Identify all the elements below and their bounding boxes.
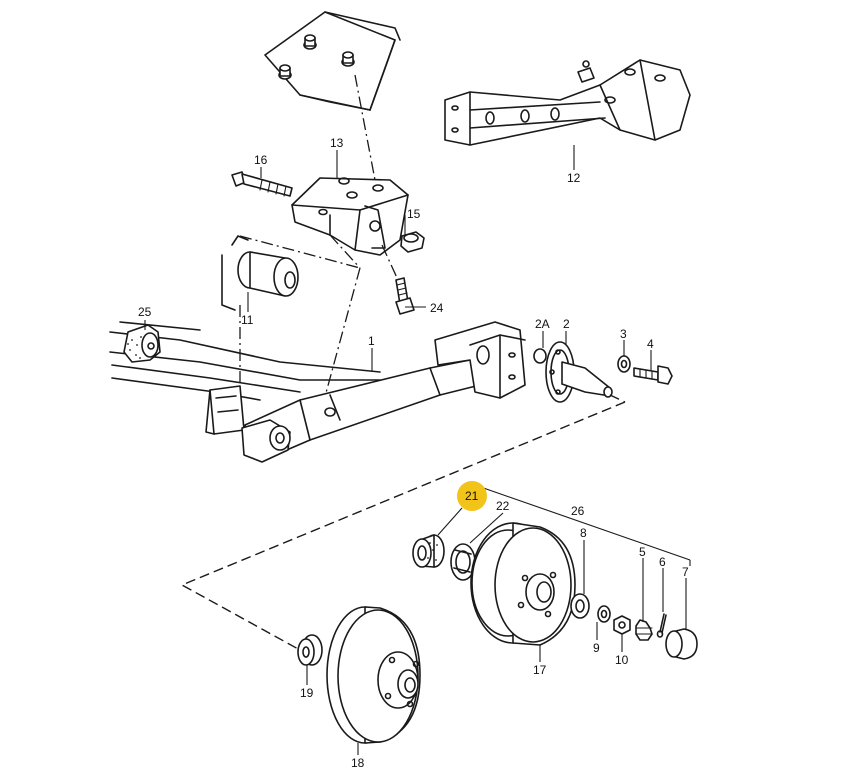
nut-15 — [400, 231, 425, 253]
label-2: 2 — [563, 317, 570, 331]
label-5: 5 — [639, 545, 646, 559]
wheel-stub-axle-2 — [545, 341, 613, 403]
grease-cap-7 — [665, 628, 698, 660]
label-19: 19 — [300, 686, 314, 700]
brake-drum-17 — [470, 522, 576, 646]
label-18: 18 — [351, 756, 365, 770]
label-17: 17 — [533, 663, 547, 677]
bolt-4 — [633, 365, 673, 385]
brake-disc-18 — [326, 606, 421, 744]
label-9: 9 — [593, 641, 600, 655]
stud — [303, 34, 317, 50]
label-15: 15 — [407, 207, 421, 221]
label-12: 12 — [567, 171, 581, 185]
label-21: 21 — [465, 489, 479, 503]
bearing-race-21 — [412, 534, 445, 568]
part-labels: 16 13 15 24 11 25 1 2A 2 3 4 12 21 22 26… — [138, 136, 689, 770]
label-1: 1 — [368, 334, 375, 348]
label-8: 8 — [580, 526, 587, 540]
nut-retainer-5 — [635, 619, 653, 641]
mounting-bracket-12 — [444, 59, 691, 146]
highlight-marker — [457, 481, 487, 511]
body-floor-panel — [264, 11, 401, 181]
cotter-pin-6 — [656, 613, 667, 638]
stud — [341, 51, 355, 67]
label-6: 6 — [659, 555, 666, 569]
label-2a: 2A — [535, 317, 550, 331]
plug-2a — [533, 348, 547, 364]
stabilizer-25 — [123, 324, 161, 363]
label-13: 13 — [330, 136, 344, 150]
leader-lines — [144, 145, 691, 755]
label-10: 10 — [615, 653, 629, 667]
bolt-16 — [231, 171, 293, 197]
label-24: 24 — [430, 301, 444, 315]
label-26: 26 — [571, 504, 585, 518]
axle-nut-10 — [613, 615, 631, 635]
label-3: 3 — [620, 327, 627, 341]
screw-24 — [381, 244, 415, 315]
outer-bearing-8 — [570, 593, 590, 619]
axle-mount-13 — [291, 177, 409, 256]
label-11: 11 — [241, 313, 254, 327]
label-7: 7 — [682, 565, 689, 579]
label-25: 25 — [138, 305, 152, 319]
label-22: 22 — [496, 499, 510, 513]
oil-seal-19 — [297, 634, 323, 666]
label-16: 16 — [254, 153, 268, 167]
thrust-washer-9 — [597, 605, 611, 623]
washer-3 — [617, 355, 631, 373]
label-4: 4 — [647, 337, 654, 351]
stud — [278, 64, 292, 80]
axle-beam-1 — [241, 321, 526, 463]
